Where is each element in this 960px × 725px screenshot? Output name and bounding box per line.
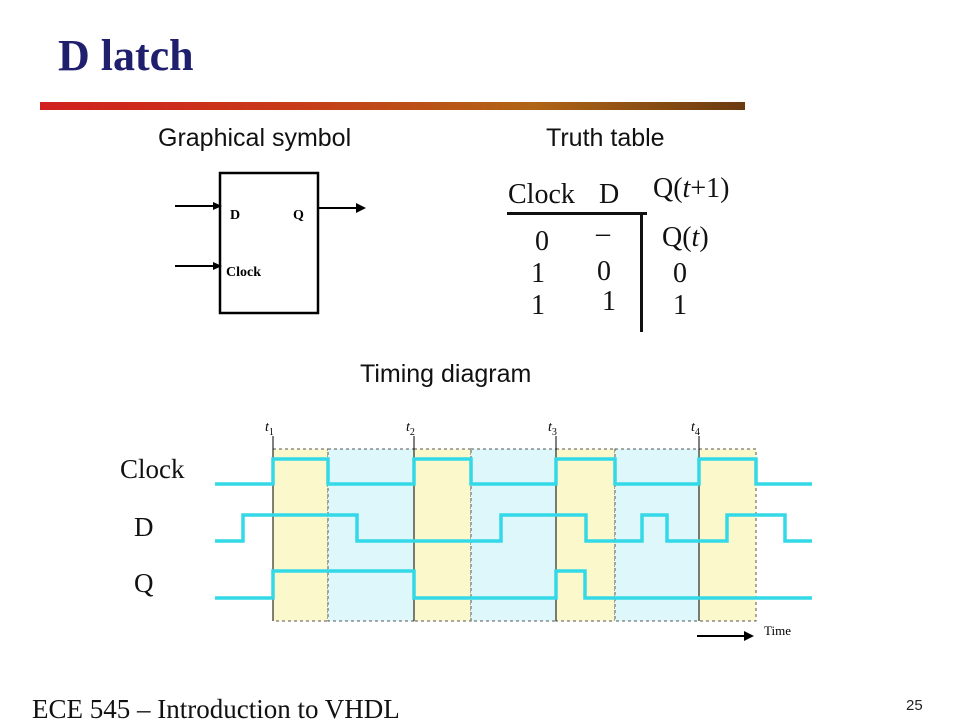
time-marker-label: t2 xyxy=(406,420,415,438)
truth-row-1-q: Q(t) xyxy=(662,222,709,253)
truth-col-clock: Clock xyxy=(508,179,575,210)
truth-row-3-d: 1 xyxy=(602,286,616,317)
timing-label-q: Q xyxy=(134,568,154,598)
timing-label-clock: Clock xyxy=(120,454,185,484)
timing-label-d: D xyxy=(134,512,154,542)
page-title: D latch xyxy=(58,31,194,80)
truth-row-2-d: 0 xyxy=(597,256,611,287)
time-label: Time xyxy=(764,623,791,638)
symbol-q-label: Q xyxy=(293,208,304,223)
clock-phase-bands xyxy=(272,448,757,622)
q-output-arrow xyxy=(356,203,366,213)
page-number: 25 xyxy=(906,697,923,714)
truth-row-3-q: 1 xyxy=(673,290,687,321)
truth-col-d: D xyxy=(599,179,620,210)
clock-high-band xyxy=(272,448,329,622)
truth-row-3-clock: 1 xyxy=(531,290,545,321)
clock-low-band xyxy=(327,448,415,622)
truth-row-2-clock: 1 xyxy=(531,258,545,289)
d-waveform xyxy=(215,513,812,543)
time-marker-label: t4 xyxy=(691,420,700,438)
truth-row-1-clock: 0 xyxy=(535,226,549,257)
truth-row-1-d: – xyxy=(596,218,610,249)
clock-waveform xyxy=(215,457,812,486)
truth-header-rule xyxy=(507,212,647,215)
truth-row-2-q: 0 xyxy=(673,258,687,289)
latch-symbol: D Q Clock xyxy=(175,171,366,315)
d-input-arrow xyxy=(213,202,222,210)
latch-box xyxy=(218,171,320,315)
q-waveform xyxy=(215,569,812,600)
time-arrow-head xyxy=(744,631,754,641)
clock-input-arrow xyxy=(213,262,222,270)
timing-heading: Timing diagram xyxy=(360,360,532,388)
marker-labels: t1 t2 t3 t4 xyxy=(265,420,700,438)
truth-table-heading: Truth table xyxy=(546,124,665,152)
clock-low-band xyxy=(470,448,557,622)
symbol-d-label: D xyxy=(230,208,240,223)
title-underline xyxy=(40,102,745,110)
truth-divider xyxy=(640,212,643,332)
clock-high-band xyxy=(413,448,472,622)
time-marker-label: t1 xyxy=(265,420,274,438)
symbol-heading: Graphical symbol xyxy=(158,124,352,152)
footer-course: ECE 545 – Introduction to VHDL xyxy=(32,694,400,724)
clock-low-band xyxy=(614,448,700,622)
time-marker-label: t3 xyxy=(548,420,557,438)
truth-col-output: Q(t+1) xyxy=(653,173,730,204)
symbol-clock-label: Clock xyxy=(226,265,261,280)
